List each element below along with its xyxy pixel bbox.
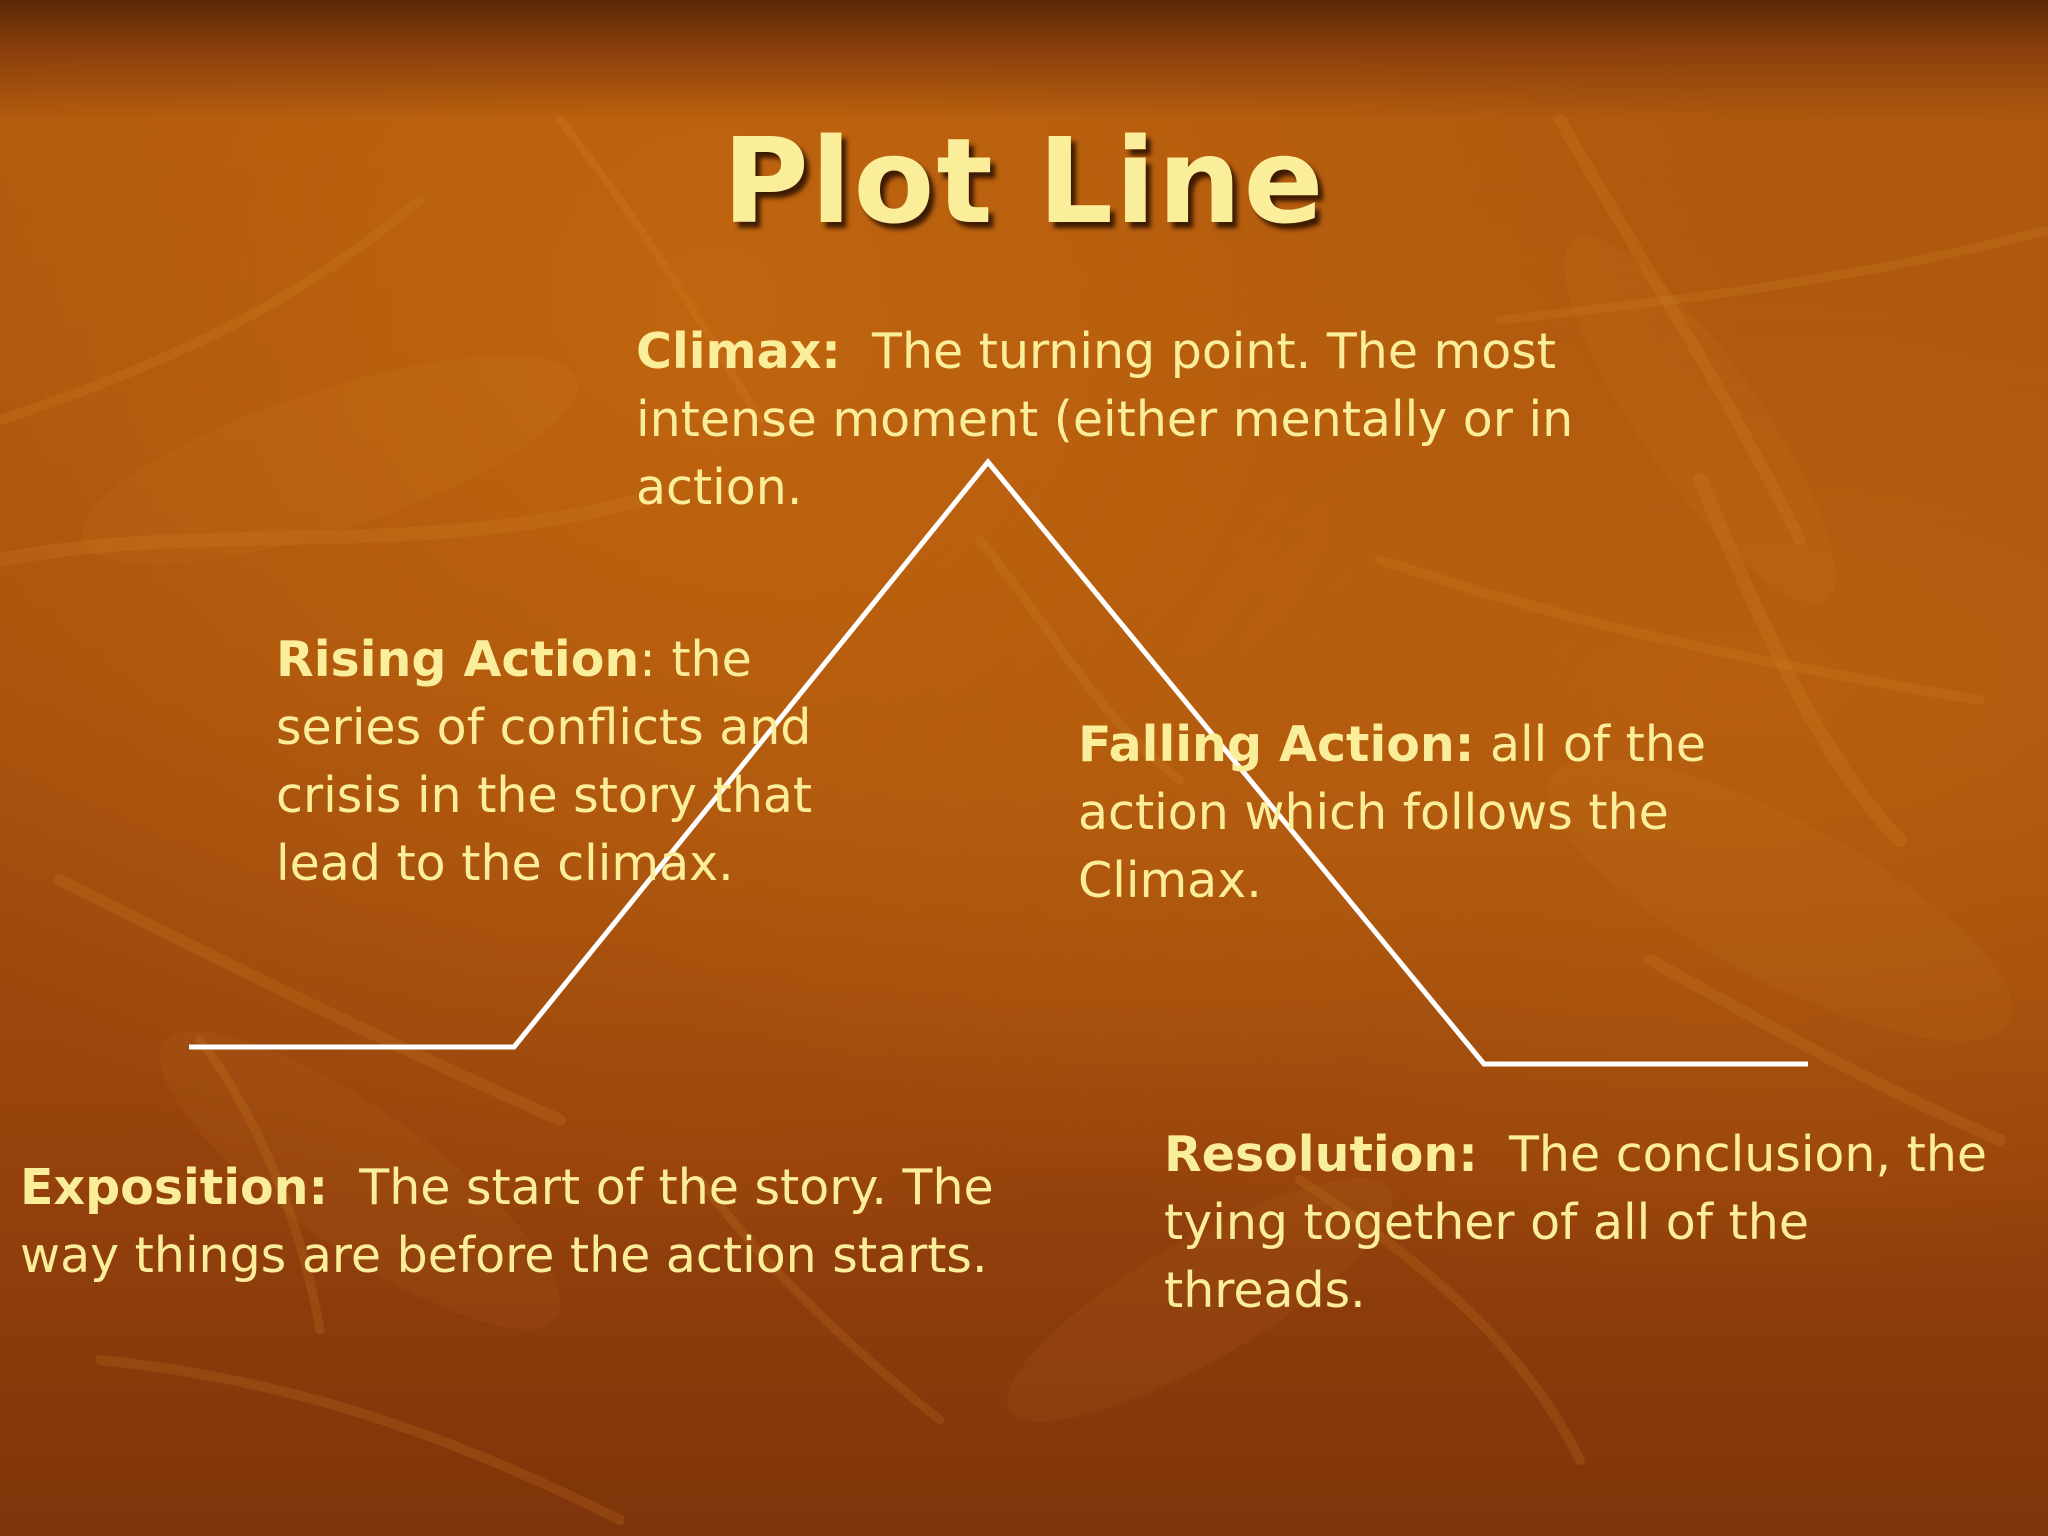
exposition-description: The start of the story. The way things a… xyxy=(20,1159,994,1284)
climax-label: Climax: The turning point. The most inte… xyxy=(636,318,1676,522)
climax-description: The turning point. The most intense mome… xyxy=(636,323,1574,516)
resolution-label: Resolution: The conclusion, the tying to… xyxy=(1164,1121,2024,1325)
falling-action-description: all of the action which follows the Clim… xyxy=(1078,716,1707,909)
rising-action-label: Rising Action: the series of conflicts a… xyxy=(276,626,836,898)
slide-title: Plot Line xyxy=(722,112,1326,250)
rising-action-description: : the series of conflicts and crisis in … xyxy=(276,631,813,892)
climax-term: Climax: xyxy=(636,323,841,380)
resolution-description: The conclusion, the tying together of al… xyxy=(1164,1126,1988,1319)
resolution-term: Resolution: xyxy=(1164,1126,1478,1183)
falling-action-term: Falling Action: xyxy=(1078,716,1475,773)
plot-line xyxy=(189,458,1808,1067)
exposition-term: Exposition: xyxy=(20,1159,329,1216)
rising-action-term: Rising Action xyxy=(276,631,640,688)
exposition-label: Exposition: The start of the story. The … xyxy=(20,1154,1020,1290)
falling-action-label: Falling Action: all of the action which … xyxy=(1078,711,1818,915)
